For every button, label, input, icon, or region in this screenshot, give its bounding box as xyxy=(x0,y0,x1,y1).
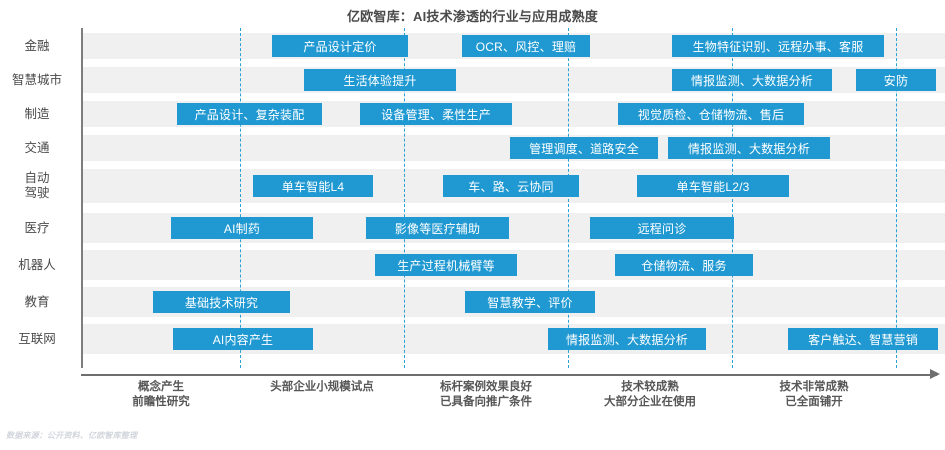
cell-box[interactable]: 情报监测、大数据分析 xyxy=(668,137,830,159)
cell-box[interactable]: 单车智能L2/3 xyxy=(637,175,789,197)
cell-box[interactable]: 基础技术研究 xyxy=(153,291,290,313)
x-axis-tick-line1: 技术非常成熟 xyxy=(779,381,849,393)
x-axis-tick-line2: 已全面铺开 xyxy=(785,396,843,408)
x-axis-tick-label-5: 技术非常成熟已全面铺开 xyxy=(724,380,904,410)
x-axis-line xyxy=(81,374,937,376)
row-label-line1: 智慧城市 xyxy=(11,72,62,87)
grid-line-3 xyxy=(568,28,569,368)
x-axis-tick-line2: 前瞻性研究 xyxy=(132,396,190,408)
cell-box[interactable]: 远程问诊 xyxy=(590,217,734,239)
row-label-line1: 教育 xyxy=(24,294,50,309)
row-label-line1: 机器人 xyxy=(18,257,56,272)
cell-box[interactable]: 智慧教学、评价 xyxy=(465,291,595,313)
cell-box[interactable]: 设备管理、柔性生产 xyxy=(360,103,512,125)
x-axis-tick-label-2: 头部企业小规模试点 xyxy=(232,380,412,395)
row-label-line2: 驾驶 xyxy=(24,186,50,200)
cell-box[interactable]: 视觉质检、仓储物流、售后 xyxy=(618,103,804,125)
row-label-line1: 互联网 xyxy=(18,331,56,346)
cell-box[interactable]: 生产过程机械臂等 xyxy=(375,254,517,276)
page-title: 亿欧智库：AI技术渗透的行业与应用成熟度 xyxy=(346,9,598,24)
row-label-line1: 交通 xyxy=(24,140,50,155)
x-axis-tick-label-3: 标杆案例效果良好已具备向推广条件 xyxy=(396,380,576,410)
cell-box[interactable]: AI内容产生 xyxy=(173,328,313,350)
cell-box[interactable]: AI制药 xyxy=(171,217,313,239)
row-label-金融: 金融 xyxy=(0,39,74,54)
y-axis-line xyxy=(81,28,83,368)
cell-box[interactable]: 影像等医疗辅助 xyxy=(366,217,509,239)
x-axis-tick-line1: 头部企业小规模试点 xyxy=(270,381,374,393)
cell-box[interactable]: 生活体验提升 xyxy=(304,69,456,91)
x-axis-tick-line2: 大部分企业在使用 xyxy=(604,396,696,408)
row-label-教育: 教育 xyxy=(0,295,74,310)
x-axis-tick-line1: 技术较成熟 xyxy=(621,381,679,393)
cell-box[interactable]: 车、路、云协同 xyxy=(443,175,579,197)
row-label-line1: 金融 xyxy=(24,38,50,53)
cell-box[interactable]: 客户触达、智慧营销 xyxy=(788,328,938,350)
x-axis-tick-line2: 已具备向推广条件 xyxy=(440,396,532,408)
x-axis-tick-line1: 概念产生 xyxy=(138,381,184,393)
grid-line-2 xyxy=(404,28,405,368)
x-axis-tick-label-4: 技术较成熟大部分企业在使用 xyxy=(560,380,740,410)
cell-box[interactable]: 生物特征识别、远程办事、客服 xyxy=(672,35,884,57)
grid-line-1 xyxy=(240,28,241,368)
row-label-自动驾驶: 自动驾驶 xyxy=(0,171,74,201)
cell-box[interactable]: OCR、风控、理赔 xyxy=(462,35,590,57)
row-label-交通: 交通 xyxy=(0,141,74,156)
cell-box[interactable]: 情报监测、大数据分析 xyxy=(548,328,706,350)
row-label-医疗: 医疗 xyxy=(0,221,74,236)
x-axis-tick-line1: 标杆案例效果良好 xyxy=(440,381,532,393)
row-label-line1: 自动 xyxy=(24,171,50,185)
cell-box[interactable]: 产品设计定价 xyxy=(272,35,408,57)
row-label-互联网: 互联网 xyxy=(0,332,74,347)
row-label-智慧城市: 智慧城市 xyxy=(0,73,74,88)
row-label-line1: 制造 xyxy=(24,106,50,121)
source-note: 数据来源：公开资料、亿欧智库整理 xyxy=(6,431,138,440)
grid-line-4 xyxy=(732,28,733,368)
cell-box[interactable]: 仓储物流、服务 xyxy=(615,254,753,276)
row-label-机器人: 机器人 xyxy=(0,258,74,273)
grid-line-5 xyxy=(896,28,897,368)
cell-box[interactable]: 单车智能L4 xyxy=(253,175,373,197)
cell-box[interactable]: 安防 xyxy=(856,69,936,91)
row-label-制造: 制造 xyxy=(0,107,74,122)
cell-box[interactable]: 情报监测、大数据分析 xyxy=(672,69,832,91)
cell-box[interactable]: 产品设计、复杂装配 xyxy=(177,103,322,125)
x-axis-tick-label-1: 概念产生前瞻性研究 xyxy=(71,380,251,410)
row-label-line1: 医疗 xyxy=(24,220,50,235)
x-axis-arrow-icon xyxy=(930,369,940,379)
cell-box[interactable]: 管理调度、道路安全 xyxy=(510,137,658,159)
